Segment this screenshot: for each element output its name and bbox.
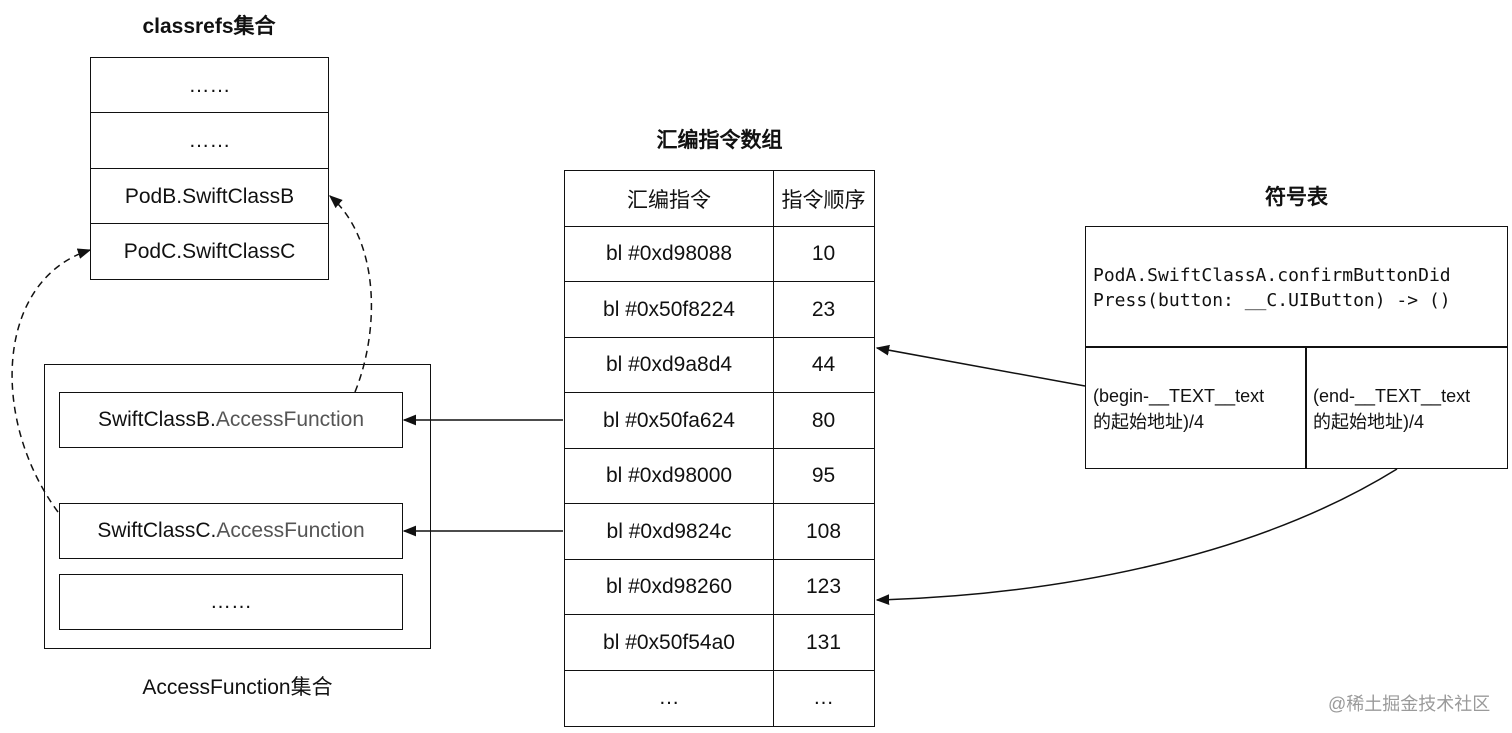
symbol-begin-cell: (begin-__TEXT__text 的起始地址)/4 <box>1085 346 1307 469</box>
watermark: @稀土掘金技术社区 <box>1328 694 1491 714</box>
asm-row-instruction: bl #0xd98000 <box>564 447 774 505</box>
asm-row-order: 95 <box>772 447 875 505</box>
begin-line-1: (begin-__TEXT__text <box>1093 386 1265 406</box>
asm-row-order: 44 <box>772 336 875 394</box>
asm-array-title: 汇编指令数组 <box>656 129 783 152</box>
asm-row-instruction: bl #0xd98260 <box>564 558 774 616</box>
asm-row-instruction: bl #0xd9824c <box>564 503 774 560</box>
asm-row-order: 131 <box>772 614 875 671</box>
access-function-container <box>44 364 431 649</box>
asm-row-instruction: bl #0x50fa624 <box>564 392 774 449</box>
end-line-1: (end-__TEXT__text <box>1313 386 1471 406</box>
end-line-2: 的起始地址)/4 <box>1313 412 1425 432</box>
arrow-begin-to-asm <box>875 344 1086 387</box>
asm-row-order: … <box>772 669 875 727</box>
access-function-more-label: …… <box>210 590 252 613</box>
access-function-b-prefix: SwiftClassB. <box>97 408 216 431</box>
access-function-caption: AccessFunction集合 <box>142 676 333 699</box>
access-function-more: …… <box>59 574 403 630</box>
symbol-line-2: Press(button: __C.UIButton) -> () <box>1093 290 1451 311</box>
begin-line-2: 的起始地址)/4 <box>1093 412 1205 432</box>
asm-row-instruction: bl #0x50f8224 <box>564 281 774 338</box>
asm-row-instruction: … <box>564 669 774 727</box>
asm-row-instruction: bl #0xd9a8d4 <box>564 336 774 394</box>
symbol-table-title: 符号表 <box>1265 186 1328 209</box>
asm-row-order: 10 <box>772 225 875 283</box>
classref-row: …… <box>90 112 329 169</box>
symbol-end-cell: (end-__TEXT__text 的起始地址)/4 <box>1305 346 1508 469</box>
classref-row-podc: PodC.SwiftClassC <box>90 223 329 280</box>
asm-row-instruction: bl #0x50f54a0 <box>564 614 774 671</box>
classref-row: …… <box>90 57 329 114</box>
dashed-arrow-b-to-classref <box>328 195 373 393</box>
access-function-c: SwiftClassC.AccessFunction <box>59 503 403 559</box>
asm-row-order: 23 <box>772 281 875 338</box>
access-function-c-name: AccessFunction <box>216 519 365 542</box>
asm-row-order: 108 <box>772 503 875 560</box>
asm-row-order: 123 <box>772 558 875 616</box>
symbol-line-1: PodA.SwiftClassA.confirmButtonDid <box>1093 265 1451 286</box>
access-function-b-name: AccessFunction <box>215 408 365 431</box>
classref-row-podb: PodB.SwiftClassB <box>90 168 329 225</box>
asm-row-instruction: bl #0xd98088 <box>564 225 774 283</box>
asm-header-order: 指令顺序 <box>772 170 875 227</box>
symbol-cell: PodA.SwiftClassA.confirmButtonDid Press(… <box>1085 226 1508 348</box>
access-function-c-prefix: SwiftClassC. <box>97 519 217 542</box>
access-function-b: SwiftClassB.AccessFunction <box>59 392 403 448</box>
arrow-end-to-asm <box>875 468 1398 606</box>
asm-header-instruction: 汇编指令 <box>564 170 774 227</box>
classrefs-title: classrefs集合 <box>142 15 276 38</box>
asm-row-order: 80 <box>772 392 875 449</box>
